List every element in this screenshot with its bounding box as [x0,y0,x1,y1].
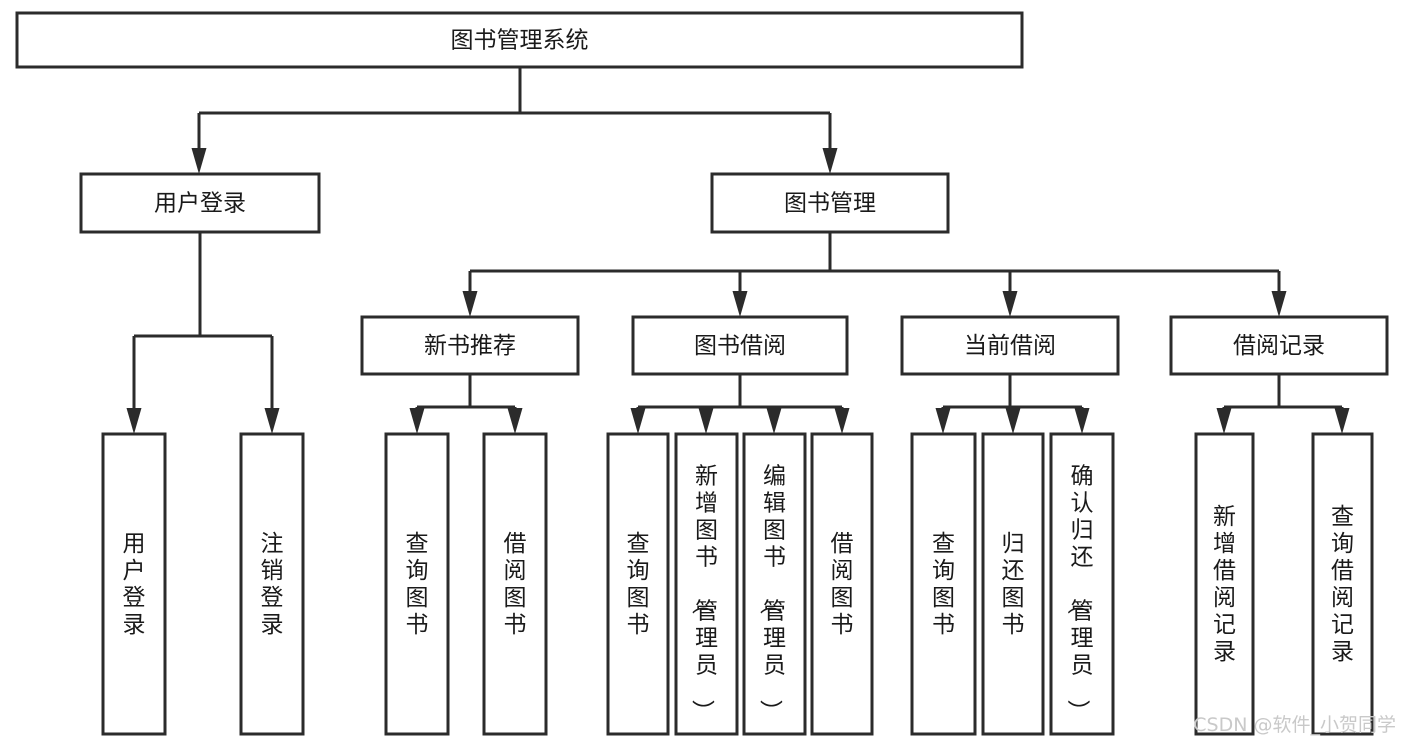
arrow-head-icon [1271,291,1287,317]
arrow-head-icon [1074,408,1090,434]
node-box[interactable] [910,432,977,736]
node-label: 查询图书 [932,531,955,638]
node-leaf-confirm-return[interactable]: 确认归还（管理员） [1049,432,1115,736]
node-label: 注销登录 [261,531,284,638]
node-label: 借阅记录 [1233,333,1325,359]
node-leaf-query-record[interactable]: 查询借阅记录 [1311,432,1374,736]
node-label: 新增借阅记录 [1213,504,1236,665]
arrow-head-icon [698,408,714,434]
node-leaf-query-book-1[interactable]: 查询图书 [384,432,450,736]
node-label: 当前借阅 [964,333,1056,359]
node-label: 查询图书 [627,531,650,638]
arrow-head-icon [1216,408,1232,434]
node-box[interactable] [360,315,580,376]
node-box[interactable] [1311,432,1374,736]
arrow-head-icon [1334,408,1350,434]
conn-borrow-record [1216,374,1350,434]
arrow-head-icon [1005,408,1021,434]
conn-book-manage [462,232,1287,317]
conn-current-borrow [935,374,1090,434]
node-box[interactable] [710,172,950,234]
node-book-manage[interactable]: 图书管理 [710,172,950,234]
node-leaf-borrow-book-1[interactable]: 借阅图书 [482,432,548,736]
arrow-head-icon [264,408,280,434]
node-box[interactable] [101,432,167,736]
node-box[interactable] [79,172,321,234]
node-leaf-add-record[interactable]: 新增借阅记录 [1194,432,1255,736]
node-box[interactable] [810,432,874,736]
conn-book-borrow [630,374,850,434]
node-box[interactable] [900,315,1120,376]
csdn-watermark: CSDN @软件_小贺同学 [1193,714,1396,736]
node-label: 借阅图书 [831,531,854,638]
node-label: 查询图书 [406,531,429,638]
node-box[interactable] [482,432,548,736]
arrow-head-icon [409,408,425,434]
arrow-head-icon [630,408,646,434]
node-label: 图书管理系统 [451,28,589,54]
node-leaf-query-book-3[interactable]: 查询图书 [910,432,977,736]
arrow-head-icon [935,408,951,434]
node-box[interactable] [1049,432,1115,736]
node-box[interactable] [742,432,807,736]
node-book-borrow[interactable]: 图书借阅 [631,315,849,376]
conn-user-login [126,232,280,434]
node-leaf-add-book[interactable]: 新增图书（管理员） [674,432,739,736]
node-label: 归还图书 [1002,531,1025,638]
node-label: 用户登录 [154,191,246,217]
node-label: 新增图书（管理员） [689,464,718,723]
node-current-borrow[interactable]: 当前借阅 [900,315,1120,376]
arrow-head-icon [126,408,142,434]
node-box[interactable] [606,432,670,736]
node-box[interactable] [15,11,1024,69]
node-box[interactable] [981,432,1045,736]
arrow-head-icon [834,408,850,434]
arrow-head-icon [462,291,478,317]
arrow-head-icon [507,408,523,434]
node-box[interactable] [1194,432,1255,736]
node-label: 确认归还（管理员） [1065,464,1094,723]
node-label: 编辑图书（管理员） [757,464,786,723]
node-new-book-rec[interactable]: 新书推荐 [360,315,580,376]
node-leaf-query-book-2[interactable]: 查询图书 [606,432,670,736]
node-leaf-logout[interactable]: 注销登录 [239,432,305,736]
node-leaf-user-login[interactable]: 用户登录 [101,432,167,736]
node-label: 用户登录 [123,531,146,638]
node-leaf-return-book[interactable]: 归还图书 [981,432,1045,736]
arrow-head-icon [732,291,748,317]
node-borrow-record[interactable]: 借阅记录 [1169,315,1389,376]
node-box[interactable] [239,432,305,736]
node-box[interactable] [631,315,849,376]
node-box[interactable] [1169,315,1389,376]
node-label: 借阅图书 [504,531,527,638]
nodes-layer: 图书管理系统用户登录图书管理新书推荐图书借阅当前借阅借阅记录用户登录注销登录查询… [15,11,1389,736]
connectors-layer [126,67,1350,434]
arrow-head-icon [766,408,782,434]
conn-root [191,67,838,174]
node-box[interactable] [384,432,450,736]
node-label: 查询借阅记录 [1331,504,1354,665]
node-box[interactable] [674,432,739,736]
node-leaf-borrow-book-2[interactable]: 借阅图书 [810,432,874,736]
node-leaf-edit-book[interactable]: 编辑图书（管理员） [742,432,807,736]
node-label: 图书借阅 [694,333,786,359]
arrow-head-icon [191,148,207,174]
arrow-head-icon [822,148,838,174]
node-label: 新书推荐 [424,333,516,359]
conn-new-book-rec [409,374,523,434]
node-label: 图书管理 [784,191,876,217]
node-root[interactable]: 图书管理系统 [15,11,1024,69]
arrow-head-icon [1002,291,1018,317]
node-user-login[interactable]: 用户登录 [79,172,321,234]
